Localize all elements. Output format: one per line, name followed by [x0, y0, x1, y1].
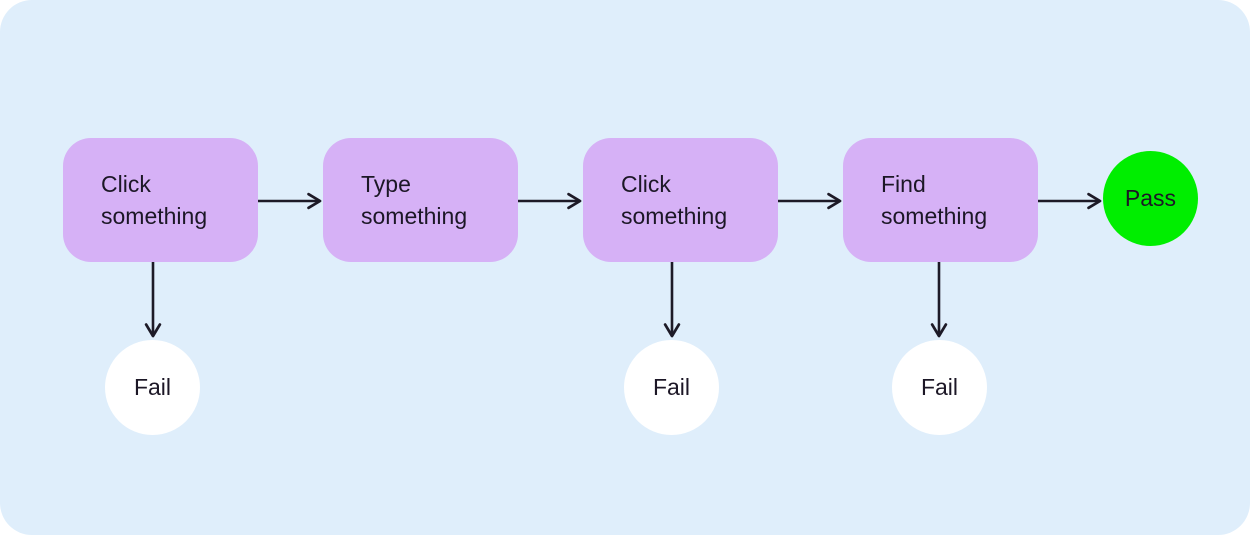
flow-node-fail-1: Fail	[105, 340, 200, 435]
node-label: Click something	[101, 171, 208, 229]
node-label: Find something	[881, 171, 988, 229]
node-label: Fail	[133, 374, 172, 400]
flow-node-step-2: Type something	[323, 138, 518, 262]
node-label: Type something	[361, 171, 468, 229]
flow-node-pass: Pass	[1103, 151, 1198, 246]
node-label: Click something	[621, 171, 728, 229]
flow-node-fail-2: Fail	[624, 340, 719, 435]
flow-node-step-3: Click something	[583, 138, 778, 262]
flow-node-step-4: Find something	[843, 138, 1038, 262]
flow-node-fail-3: Fail	[892, 340, 987, 435]
node-label: Fail	[920, 374, 959, 400]
node-label: Fail	[652, 374, 691, 400]
flow-node-step-1: Click something	[63, 138, 258, 262]
node-label: Pass	[1124, 185, 1177, 211]
